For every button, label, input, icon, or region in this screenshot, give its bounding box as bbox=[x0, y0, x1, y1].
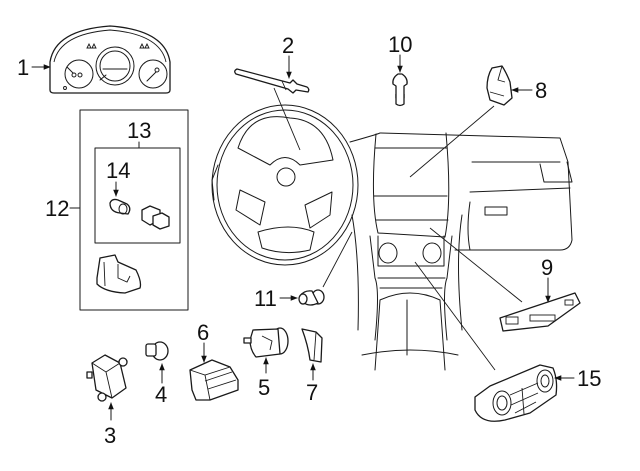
leader-2-target bbox=[273, 87, 301, 151]
callout-10[interactable]: 10 bbox=[388, 32, 412, 57]
callout-5[interactable]: 5 bbox=[258, 375, 270, 400]
push-button-switch-drawing[interactable] bbox=[298, 289, 325, 306]
bulb-holder-drawing[interactable] bbox=[145, 341, 169, 361]
sensor-drawing[interactable] bbox=[392, 73, 408, 107]
leader-8-target bbox=[409, 105, 495, 178]
callout-13[interactable]: 13 bbox=[127, 118, 151, 143]
callout-14[interactable]: 14 bbox=[106, 158, 130, 183]
callout-8[interactable]: 8 bbox=[535, 78, 547, 103]
callout-3[interactable]: 3 bbox=[104, 423, 116, 448]
callout-1[interactable]: 1 bbox=[17, 55, 29, 80]
callout-6[interactable]: 6 bbox=[197, 320, 209, 345]
combination-switch-stalk-drawing[interactable] bbox=[234, 68, 310, 94]
callout-4[interactable]: 4 bbox=[155, 382, 167, 407]
instrument-cluster-drawing[interactable] bbox=[49, 25, 171, 94]
callout-2[interactable]: 2 bbox=[282, 33, 294, 58]
trim-cover-drawing[interactable] bbox=[301, 328, 323, 363]
switch-subassembly-drawing[interactable] bbox=[141, 205, 170, 230]
climate-control-unit-drawing[interactable] bbox=[474, 364, 558, 422]
callout-7-label[interactable]: 7 bbox=[306, 380, 318, 405]
bulb-drawing[interactable] bbox=[109, 198, 131, 215]
ignition-housing-drawing[interactable] bbox=[243, 327, 289, 358]
callout-9[interactable]: 9 bbox=[541, 255, 553, 280]
leader-9-target bbox=[429, 227, 523, 303]
switch-module-drawing[interactable] bbox=[86, 354, 128, 402]
callout-15[interactable]: 15 bbox=[577, 366, 601, 391]
leader-15-target bbox=[414, 261, 496, 371]
switch-panel-drawing[interactable] bbox=[189, 359, 239, 401]
callout-12[interactable]: 12 bbox=[45, 196, 69, 221]
switch-housing-drawing[interactable] bbox=[96, 254, 142, 294]
callout-11[interactable]: 11 bbox=[254, 286, 277, 311]
switch-assembly-kit-box[interactable] bbox=[69, 109, 189, 311]
dash-switch-drawing[interactable] bbox=[486, 65, 513, 106]
leader-11-target bbox=[322, 231, 353, 288]
center-switch-panel-drawing[interactable] bbox=[499, 292, 581, 332]
dashboard-overview-drawing bbox=[211, 104, 573, 371]
